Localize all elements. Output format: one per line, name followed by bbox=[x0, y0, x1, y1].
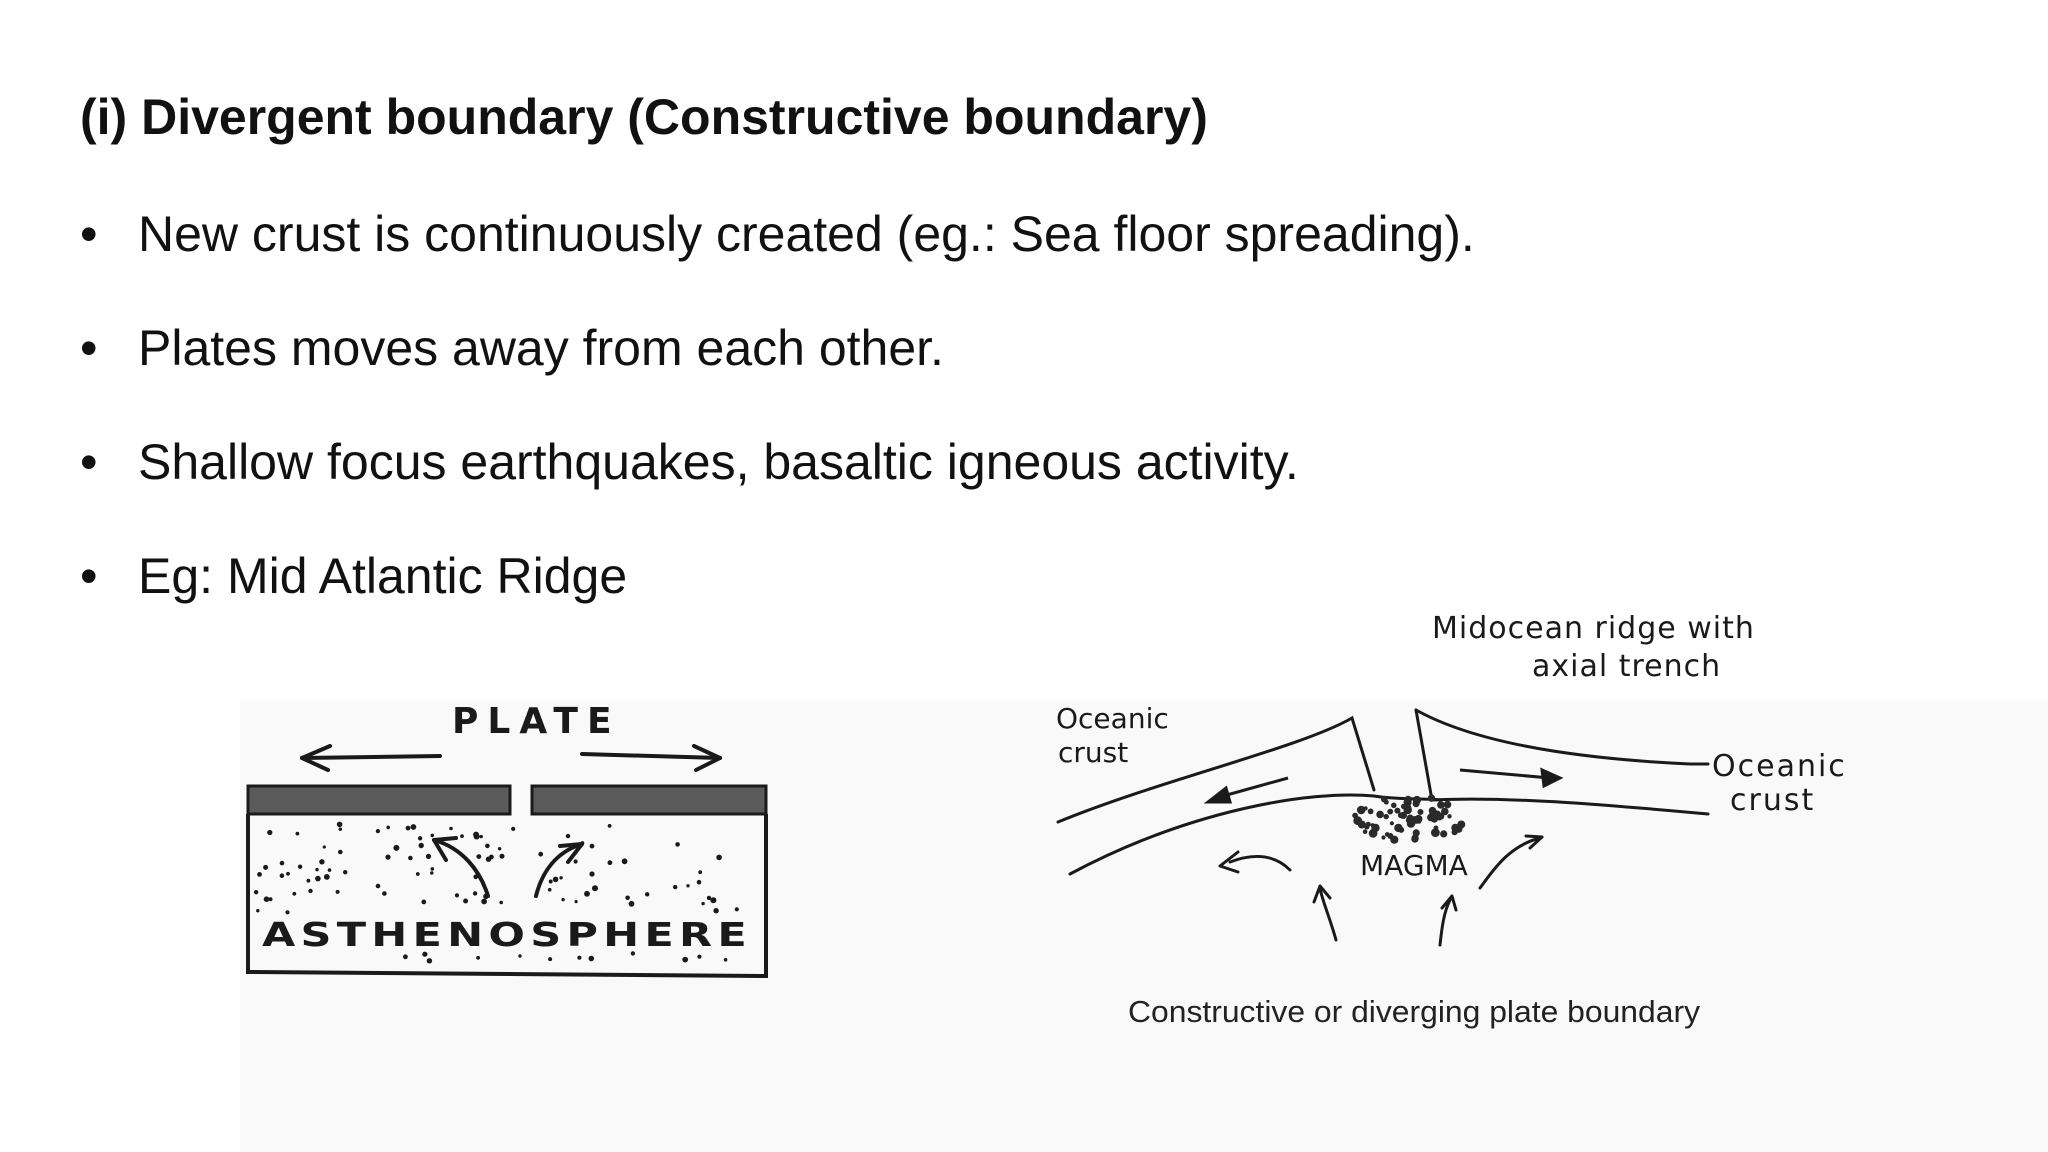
oceanic-crust-left-line1: Oceanic bbox=[1056, 702, 1169, 735]
bullet-item: • New crust is continuously created (eg.… bbox=[80, 200, 1680, 314]
bullet-item: • Shallow focus earthquakes, basaltic ig… bbox=[80, 428, 1680, 542]
scanned-figure-background bbox=[240, 700, 2048, 1152]
ridge-label-line2: axial trench bbox=[1532, 649, 1721, 684]
convection-arrow-right-icon bbox=[534, 842, 584, 898]
bullet-dot: • bbox=[80, 434, 98, 490]
asthenosphere-label: ASTHENOSPHERE bbox=[262, 915, 752, 954]
divergent-plates-diagram: PLATE ASTHENOSPHERE bbox=[246, 701, 768, 979]
bullet-dot: • bbox=[80, 320, 98, 376]
convection-arrows-icon bbox=[1218, 834, 1544, 947]
crust-arrow-right-icon bbox=[1459, 767, 1564, 789]
bullet-text: Shallow focus earthquakes, basaltic igne… bbox=[138, 434, 1299, 490]
oceanic-crust-right-line1: Oceanic bbox=[1712, 749, 1847, 784]
crust-arrow-left-icon bbox=[1203, 776, 1289, 804]
oceanic-crust-right-line2: crust bbox=[1730, 783, 1815, 818]
bullet-text: Eg: Mid Atlantic Ridge bbox=[138, 548, 628, 604]
asthenosphere-stipple bbox=[253, 821, 739, 964]
bullet-text: Plates moves away from each other. bbox=[138, 320, 944, 376]
arrow-right-icon bbox=[580, 744, 722, 772]
bullet-dot: • bbox=[80, 548, 98, 604]
bullet-dot: • bbox=[80, 206, 98, 262]
right-plate bbox=[530, 784, 768, 816]
diagram-caption: Constructive or diverging plate boundary bbox=[1128, 994, 1701, 1029]
left-plate bbox=[246, 784, 512, 816]
arrow-left-icon bbox=[300, 744, 442, 772]
convection-arrow-left-icon bbox=[432, 836, 490, 898]
bullet-text: New crust is continuously created (eg.: … bbox=[138, 206, 1475, 262]
magma-blob bbox=[1352, 794, 1466, 844]
midocean-ridge-diagram: Midocean ridge with axial trench Oceanic… bbox=[1056, 611, 1847, 1029]
ridge-label-line1: Midocean ridge with bbox=[1432, 611, 1755, 646]
slide-title: (i) Divergent boundary (Constructive bou… bbox=[80, 89, 1208, 145]
oceanic-crust-left-line2: crust bbox=[1058, 736, 1128, 769]
bullet-list: • New crust is continuously created (eg.… bbox=[80, 200, 1680, 656]
bullet-item: • Plates moves away from each other. bbox=[80, 314, 1680, 428]
asthenosphere-box bbox=[246, 814, 768, 979]
magma-label: MAGMA bbox=[1360, 849, 1468, 882]
plate-label: PLATE bbox=[452, 701, 621, 742]
bullet-item: • Eg: Mid Atlantic Ridge bbox=[80, 542, 1680, 656]
oceanic-crust-outline bbox=[1056, 708, 1710, 876]
